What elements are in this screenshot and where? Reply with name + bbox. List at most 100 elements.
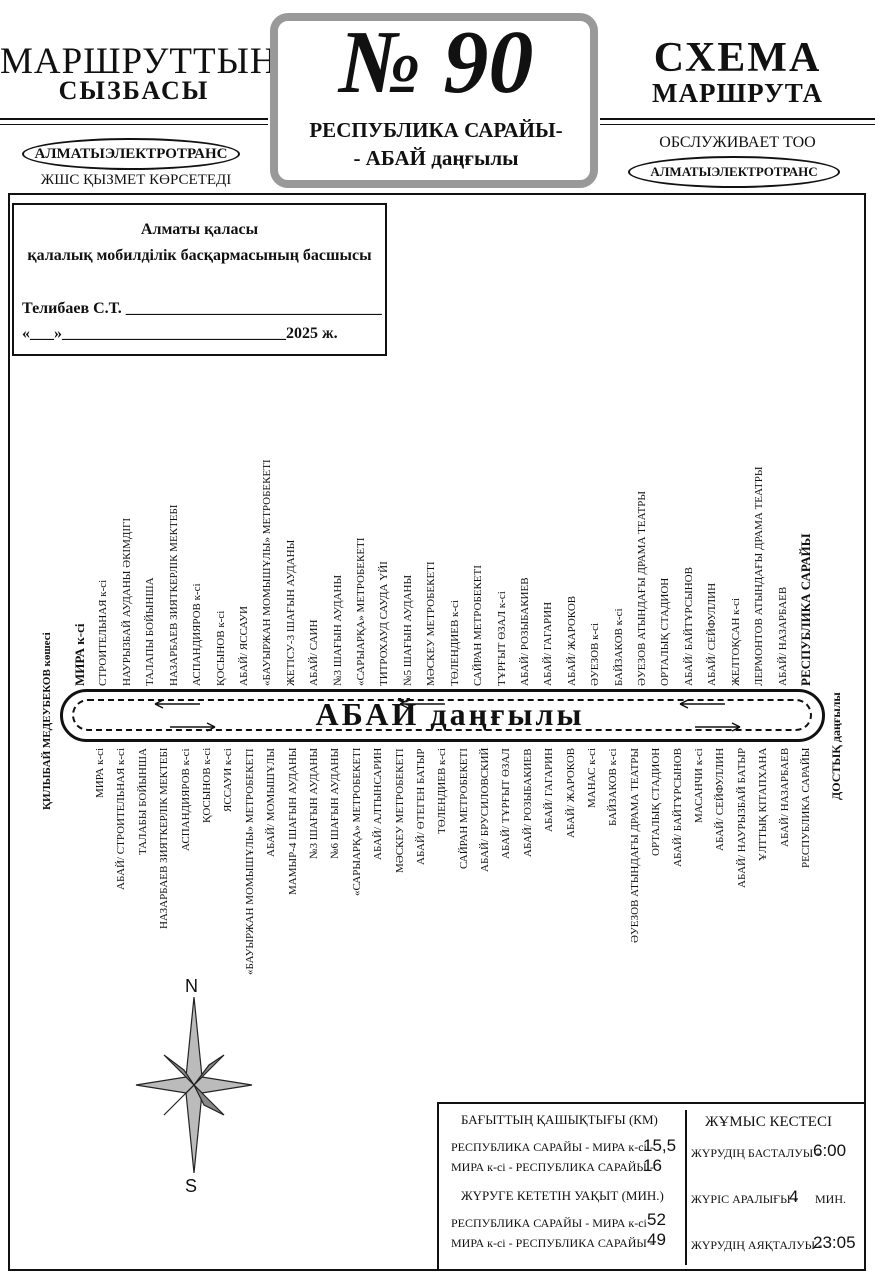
distance-title: БАҒЫТТЫҢ ҚАШЫҚТЫҒЫ (КМ) — [461, 1112, 658, 1127]
route-number: № 90 — [338, 13, 534, 112]
top-stop-label: ӘУЕЗОВ АТЫНДАҒЫ ДРАМА ТЕАТРЫ — [636, 491, 649, 686]
approval-line2: қалалық мобилділік басқармасының басшысы — [27, 247, 372, 264]
distance-2-label: МИРА к-сі - РЕСПУБЛИКА САРАЙЫ - — [451, 1160, 654, 1174]
bottom-stop-label: ҰЛТТЫҚ КІТАПХАНА — [757, 747, 770, 861]
top-stop-label: №5 ШАҒЫН АУДАНЫ — [401, 574, 414, 686]
distance-2-value: 16 — [643, 1156, 662, 1175]
top-stop-label: №3 ШАҒЫН АУДАНЫ — [331, 574, 344, 686]
bottom-stop-label: АБАЙ/ АЛТЫНСАРИН — [372, 747, 385, 860]
divider — [0, 124, 268, 125]
road-title: АБАЙ даңғылы — [315, 696, 585, 732]
bottom-stop-label: «САРЫАРҚА» МЕТРОБЕКЕТІ — [350, 747, 363, 896]
top-stop-label: АБАЙ/ САИН — [308, 619, 321, 686]
divider — [600, 124, 875, 125]
arrow-west-icon — [154, 699, 200, 709]
time-2-value: 49 — [647, 1230, 666, 1249]
top-stop-label: ЛЕРМОНТОВ АТЫНДАҒЫ ДРАМА ТЕАТРЫ — [753, 466, 766, 686]
bottom-stop-label: АБАЙ/ ЖАРОКОВ — [564, 747, 577, 838]
right-street-label: ДОСТЫҚ даңғылы — [829, 692, 843, 800]
title-ru-line1: СХЕМА — [653, 35, 822, 81]
operator-kz-oval: АЛМАТЫЭЛЕКТРОТРАНС — [22, 138, 240, 170]
left-street-label: ҚИЛЫБАЙ МЕДЕУБЕКОВ көшесі — [41, 632, 53, 810]
divider — [0, 118, 268, 120]
route-name-line2: - АБАЙ даңғылы — [353, 146, 519, 170]
top-stop-label: ЖЕТІСУ-3 ШАҒЫН АУДАНЫ — [284, 539, 297, 686]
compass-north-label: N — [185, 976, 198, 996]
compass-south-label: S — [185, 1176, 198, 1196]
bottom-stop-label: ОРТАЛЫҚ СТАДИОН — [650, 747, 663, 856]
start-label: ЖҮРУДІҢ БАСТАЛУЫ - — [691, 1146, 821, 1160]
title-kz-line1: МАРШРУТТЫҢ — [0, 41, 278, 82]
time-2-label: МИРА к-сі - РЕСПУБЛИКА САРАЙЫ - — [451, 1236, 654, 1250]
top-stop-label: МИРА к-сі — [72, 623, 87, 687]
bottom-stop-label: ЯССАУИ к-сі — [222, 748, 235, 812]
bottom-stop-label: МИРА к-сі — [94, 747, 106, 798]
operator-ru-pre: ОБСЛУЖИВАЕТ ТОО — [659, 134, 816, 151]
top-stop-label: НАЗАРБАЕВ ЗИЯТКЕРЛІК МЕКТЕБІ — [167, 504, 180, 686]
bottom-stop-label: АБАЙ/ БРУСИЛОВСКИЙ — [479, 747, 492, 872]
bottom-stop-label: АБАЙ/ РОЗЫБАКИЕВ — [521, 748, 534, 857]
bottom-stop-label: ТӨЛЕНДИЕВ к-сі — [436, 748, 449, 834]
operator-ru-oval: АЛМАТЫЭЛЕКТРОТРАНС — [628, 156, 840, 188]
top-stop-label: АБАЙ/ БАЙТҰРСЫНОВ — [682, 567, 695, 686]
bottom-stop-label: «БАУЫРЖАН МОМЫШҰЛЫ» МЕТРОБЕКЕТІ — [243, 748, 256, 975]
info-box: БАҒЫТТЫҢ ҚАШЫҚТЫҒЫ (КМ) РЕСПУБЛИКА САРАЙ… — [437, 1102, 866, 1271]
bottom-stop-label: МАСАНЧИ к-сі — [693, 748, 706, 823]
top-stop-label: МӘСКЕУ МЕТРОБЕКЕТІ — [425, 561, 438, 686]
route-name-line1: РЕСПУБЛИКА САРАЙЫ- — [309, 118, 563, 142]
top-stop-label: ӘУЕЗОВ к-сі — [589, 622, 602, 686]
title-kz-line2: СЫЗБАСЫ — [58, 76, 210, 105]
top-stop-label: АБАЙ/ ГАГАРИН — [542, 601, 555, 686]
distance-1-value: 15,5 — [643, 1136, 677, 1155]
time-1-label: РЕСПУБЛИКА САРАЙЫ - МИРА к-сі - — [451, 1216, 654, 1230]
bottom-stop-label: АБАЙ/ ӨТЕГЕН БАТЫР — [414, 748, 427, 865]
arrow-east-icon — [695, 722, 741, 732]
bottom-stop-label: ТАЛАБЫ БОЙЫНША — [136, 748, 149, 855]
info-divider — [685, 1110, 687, 1265]
top-stop-label: АБАЙ/ РОЗЫБАКИЕВ — [518, 577, 531, 686]
end-label: ЖҮРУДІҢ АЯҚТАЛУЫ - — [691, 1238, 823, 1252]
divider — [600, 118, 875, 120]
bottom-stop-label: НАЗАРБАЕВ ЗИЯТКЕРЛІК МЕКТЕБІ — [158, 747, 171, 929]
bottom-stop-label: АБАЙ/ СТРОИТЕЛЬНАЯ к-сі — [115, 748, 128, 890]
top-stop-label: «БАУЫРЖАН МОМЫШҰЛЫ» МЕТРОБЕКЕТІ — [261, 459, 274, 686]
approval-name: Телибаев С.Т. __________________________… — [22, 300, 382, 317]
top-stop-label: АСПАНДИЯРОВ к-сі — [191, 583, 204, 686]
bottom-stop-label: №6 ШАҒЫН АУДАНЫ — [329, 747, 342, 859]
bottom-stop-label: РЕСПУБЛИКА САРАЙЫ — [800, 747, 812, 868]
start-value: 6:00 — [813, 1141, 847, 1160]
compass-rose-icon — [135, 996, 253, 1174]
bottom-stop-label: МАНАС к-сі — [586, 747, 599, 808]
top-stop-label: ТӨЛЕНДИЕВ к-сі — [448, 600, 461, 686]
top-stop-label: АБАЙ/ ЯССАУИ — [237, 606, 250, 686]
time-title: ЖҮРУГЕ КЕТЕТІН УАҚЫТ (МИН.) — [461, 1188, 664, 1203]
route-number-box — [270, 13, 598, 188]
top-stop-label: САЙРАН МЕТРОБЕКЕТІ — [472, 565, 485, 686]
distance-1-label: РЕСПУБЛИКА САРАЙЫ - МИРА к-сі - — [451, 1140, 654, 1154]
bottom-stop-label: АБАЙ/ СЕЙФУЛЛИН — [714, 747, 727, 851]
time-1-value: 52 — [647, 1210, 666, 1229]
top-stop-label: АБАЙ/ НАЗАРБАЕВ — [776, 586, 789, 686]
direction-arrows — [154, 699, 741, 732]
top-stop-label: ОРТАЛЫҚ СТАДИОН — [659, 577, 672, 686]
road-lane — [72, 699, 812, 731]
bottom-stop-label: АБАЙ/ МОМЫШҰЛЫ — [265, 747, 278, 857]
bottom-stop-label: АБАЙ/ НАЗАРБАЕВ — [778, 747, 791, 847]
interval-value: 4 — [789, 1187, 799, 1206]
interval-label: ЖҮРІС АРАЛЫҒЫ - — [691, 1192, 798, 1206]
top-stop-label: АБАЙ/ ЖАРОКОВ — [565, 595, 578, 686]
top-stop-label: НАУРЫЗБАЙ АУДАНЫ ӘКІМДІГІ — [120, 517, 133, 686]
approval-box: Алматы қаласы қалалық мобилділік басқарм… — [12, 203, 387, 356]
schedule-title: ЖҰМЫС КЕСТЕСІ — [705, 1114, 832, 1130]
top-stop-label: ҚОСЫНОВ к-сі — [214, 610, 227, 686]
arrow-east-icon — [170, 722, 216, 732]
end-value: 23:05 — [813, 1233, 856, 1252]
bottom-stop-label: АБАЙ/ БАЙТҰРСЫНОВ — [671, 748, 684, 867]
title-ru-line2: МАРШРУТА — [652, 78, 823, 108]
interval-unit: МИН. — [815, 1192, 847, 1206]
top-stop-label: БАЙЗАКОВ к-сі — [612, 608, 625, 686]
arrow-west-icon — [679, 699, 725, 709]
top-stop-label: ТИТРОХАУД САУДА ҮЙІ — [378, 561, 391, 686]
bottom-stop-label: ӘУЕЗОВ АТЫНДАҒЫ ДРАМА ТЕАТРЫ — [628, 748, 641, 943]
bottom-stop-label: МАМЫР-4 ШАҒЫН АУДАНЫ — [286, 747, 299, 895]
